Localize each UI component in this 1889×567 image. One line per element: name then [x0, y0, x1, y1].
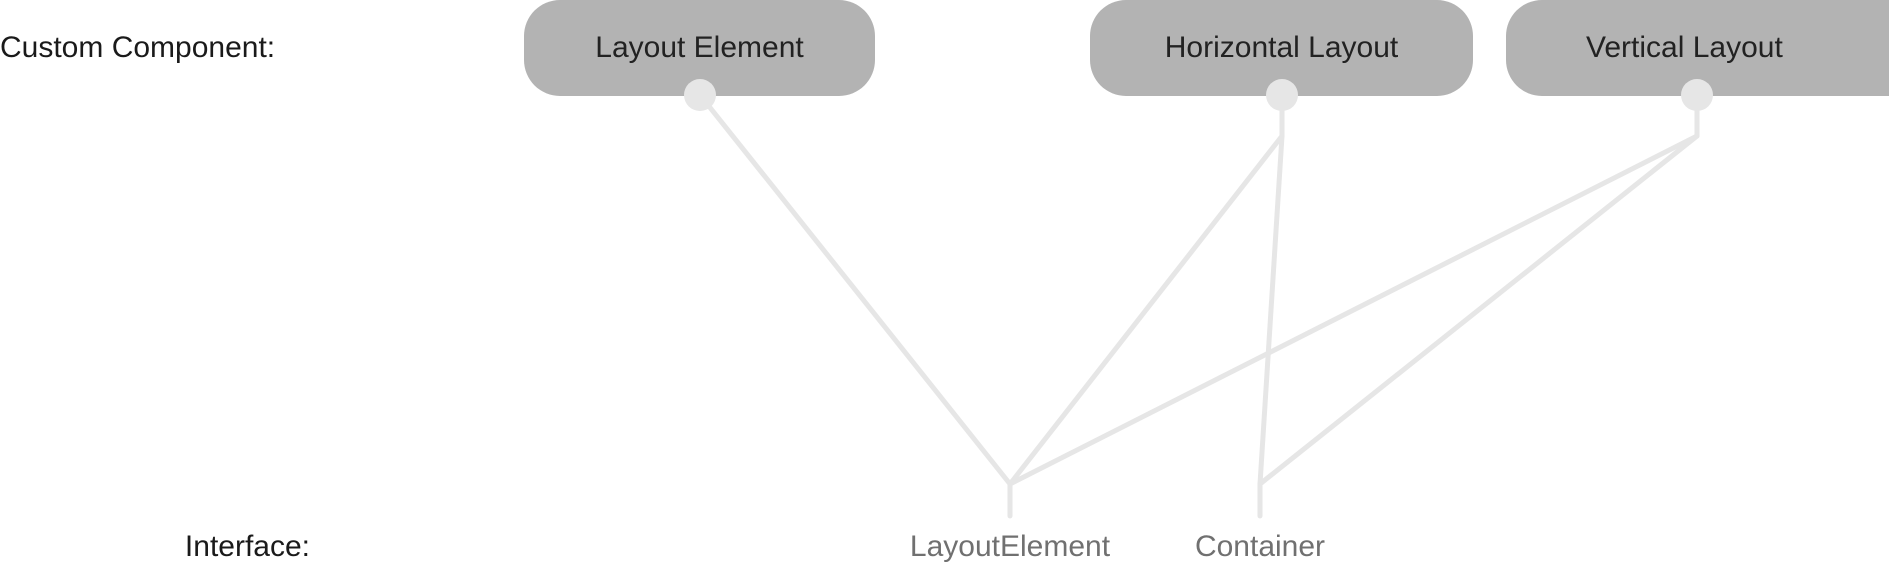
edge-vertical-to-container	[1257, 133, 1700, 487]
component-label: Layout Element	[595, 31, 804, 64]
connector-dot	[1266, 79, 1298, 111]
interface-layoutelement: LayoutElement	[909, 530, 1111, 563]
interface-container: Container	[1194, 530, 1326, 563]
edge-layout-element-to-layoutelement	[697, 92, 1013, 487]
connector-dot	[1681, 79, 1713, 111]
edge-horizontal-to-container	[1257, 133, 1285, 487]
interface-row-label: Interface:	[184, 530, 310, 563]
custom-component-row-label: Custom Component:	[0, 31, 276, 64]
component-label: Vertical Layout	[1586, 31, 1783, 64]
edge-horizontal-to-layoutelement	[1007, 133, 1285, 487]
edge-vertical-to-layoutelement	[1007, 133, 1700, 487]
component-label: Horizontal Layout	[1164, 31, 1399, 64]
connector-dot	[684, 79, 716, 111]
